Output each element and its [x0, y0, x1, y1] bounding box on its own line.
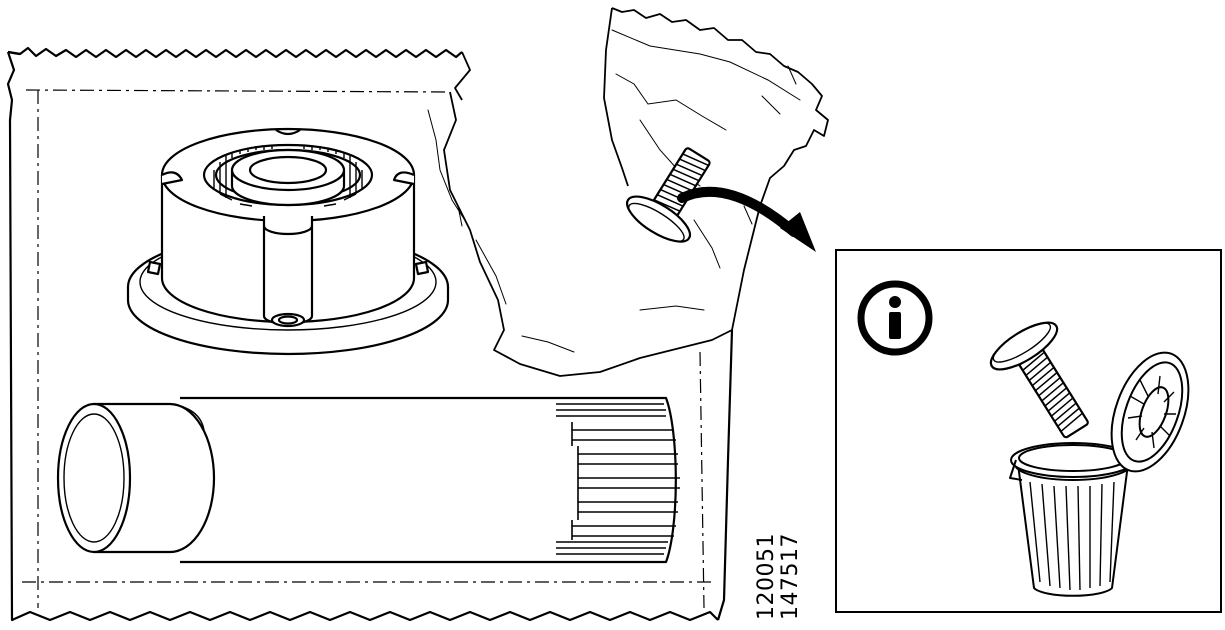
hub-part: [126, 127, 450, 356]
shaft-part: [56, 396, 677, 564]
discarded-screw: [989, 321, 1089, 439]
info-icon: [857, 280, 933, 356]
screw-part: [626, 147, 711, 243]
plastic-bag: [6, 46, 734, 622]
drawing-id-code: 120051: [754, 533, 779, 620]
trash-bin: [1009, 442, 1136, 597]
shaft-splines: [556, 403, 680, 555]
torn-bag-flap: [443, 7, 829, 377]
bag-seal-line: [22, 89, 712, 609]
hub-spline-teeth: [213, 145, 363, 207]
curved-arrow: [677, 186, 816, 252]
bag-wrinkle-lines: [427, 29, 801, 353]
trash-bin-lid: [1110, 351, 1190, 473]
drawing-id-codes: 120051 147517: [752, 533, 832, 626]
drawing-id-code: 147517: [778, 533, 803, 620]
